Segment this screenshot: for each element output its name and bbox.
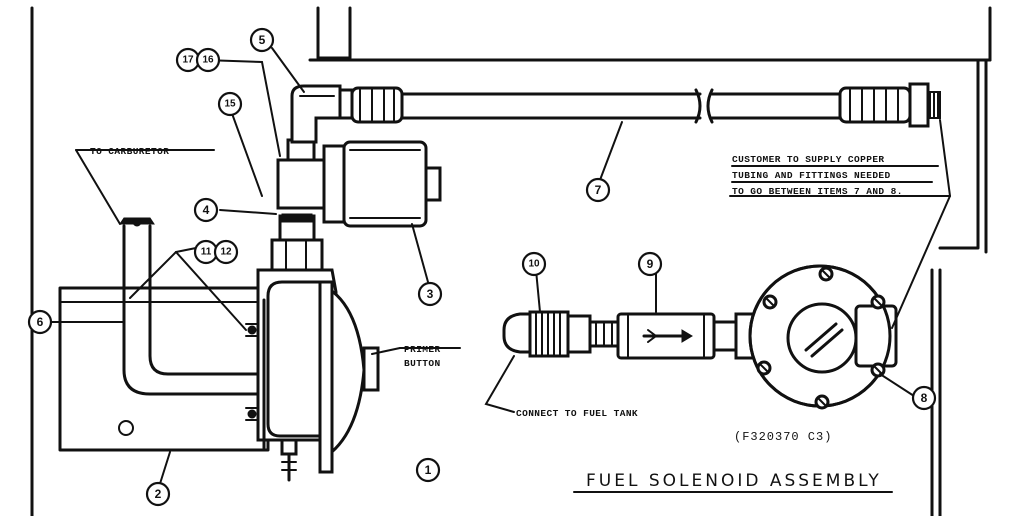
svg-text:15: 15	[224, 99, 236, 110]
svg-text:3: 3	[427, 287, 434, 301]
svg-text:8: 8	[921, 391, 928, 405]
svg-text:6: 6	[37, 315, 44, 329]
diagram-title: FUEL SOLENOID ASSEMBLY	[586, 471, 882, 491]
part-number: (F320370 C3)	[734, 430, 832, 444]
callout-7: 7	[585, 177, 611, 203]
svg-text:11: 11	[201, 247, 212, 258]
svg-text:1: 1	[425, 463, 432, 477]
svg-text:7: 7	[595, 183, 602, 197]
callout-16: 16	[195, 47, 221, 73]
customer-note-line3: TO GO BETWEEN ITEMS 7 AND 8.	[732, 186, 903, 197]
svg-text:9: 9	[647, 257, 654, 271]
callout-8: 8	[911, 385, 937, 411]
carburetor-line	[119, 217, 270, 396]
fuel-line-tubing	[350, 82, 941, 128]
tank-connector	[502, 310, 620, 358]
customer-note-line2: TUBING AND FITTINGS NEEDED	[732, 170, 891, 181]
callout-6: 6	[27, 309, 53, 335]
svg-text:5: 5	[259, 33, 266, 47]
mounting-bracket	[58, 286, 270, 452]
fuel-filter	[616, 312, 756, 360]
callout-1: 1	[415, 457, 441, 483]
callout-10: 10	[521, 251, 547, 277]
callout-15: 15	[217, 91, 243, 117]
svg-text:2: 2	[155, 487, 162, 501]
label-primer-line2: BUTTON	[404, 358, 441, 369]
fuel-pump	[245, 268, 380, 482]
flange-screws	[756, 266, 886, 410]
svg-text:4: 4	[203, 203, 210, 217]
callout-11: 11	[193, 239, 219, 265]
svg-text:10: 10	[528, 259, 540, 270]
label-primer-line1: PRIMER	[404, 344, 441, 355]
callout-4: 4	[193, 197, 219, 223]
elbow-fitting	[290, 84, 354, 144]
customer-note-line1: CUSTOMER TO SUPPLY COPPER	[732, 154, 885, 165]
primer-button	[362, 346, 380, 392]
pump-inlet-fitting	[270, 213, 324, 272]
bracket-hole	[118, 420, 134, 436]
callout-2: 2	[145, 481, 171, 507]
label-connect-fuel-tank: CONNECT TO FUEL TANK	[516, 408, 638, 419]
tank-flange	[748, 264, 898, 410]
callout-12: 12	[213, 239, 239, 265]
leader-lines	[51, 47, 951, 491]
panel-outline	[30, 6, 992, 516]
note-underlines	[731, 165, 939, 183]
label-to-carburetor: TO CARBURETOR	[90, 146, 169, 157]
svg-text:17: 17	[182, 55, 194, 66]
svg-text:12: 12	[220, 247, 232, 258]
callout-17: 17	[175, 47, 201, 73]
callout-9: 9	[637, 251, 663, 277]
svg-text:16: 16	[202, 55, 214, 66]
callout-5: 5	[249, 27, 275, 53]
solenoid-valve	[276, 138, 442, 228]
callout-3: 3	[417, 281, 443, 307]
